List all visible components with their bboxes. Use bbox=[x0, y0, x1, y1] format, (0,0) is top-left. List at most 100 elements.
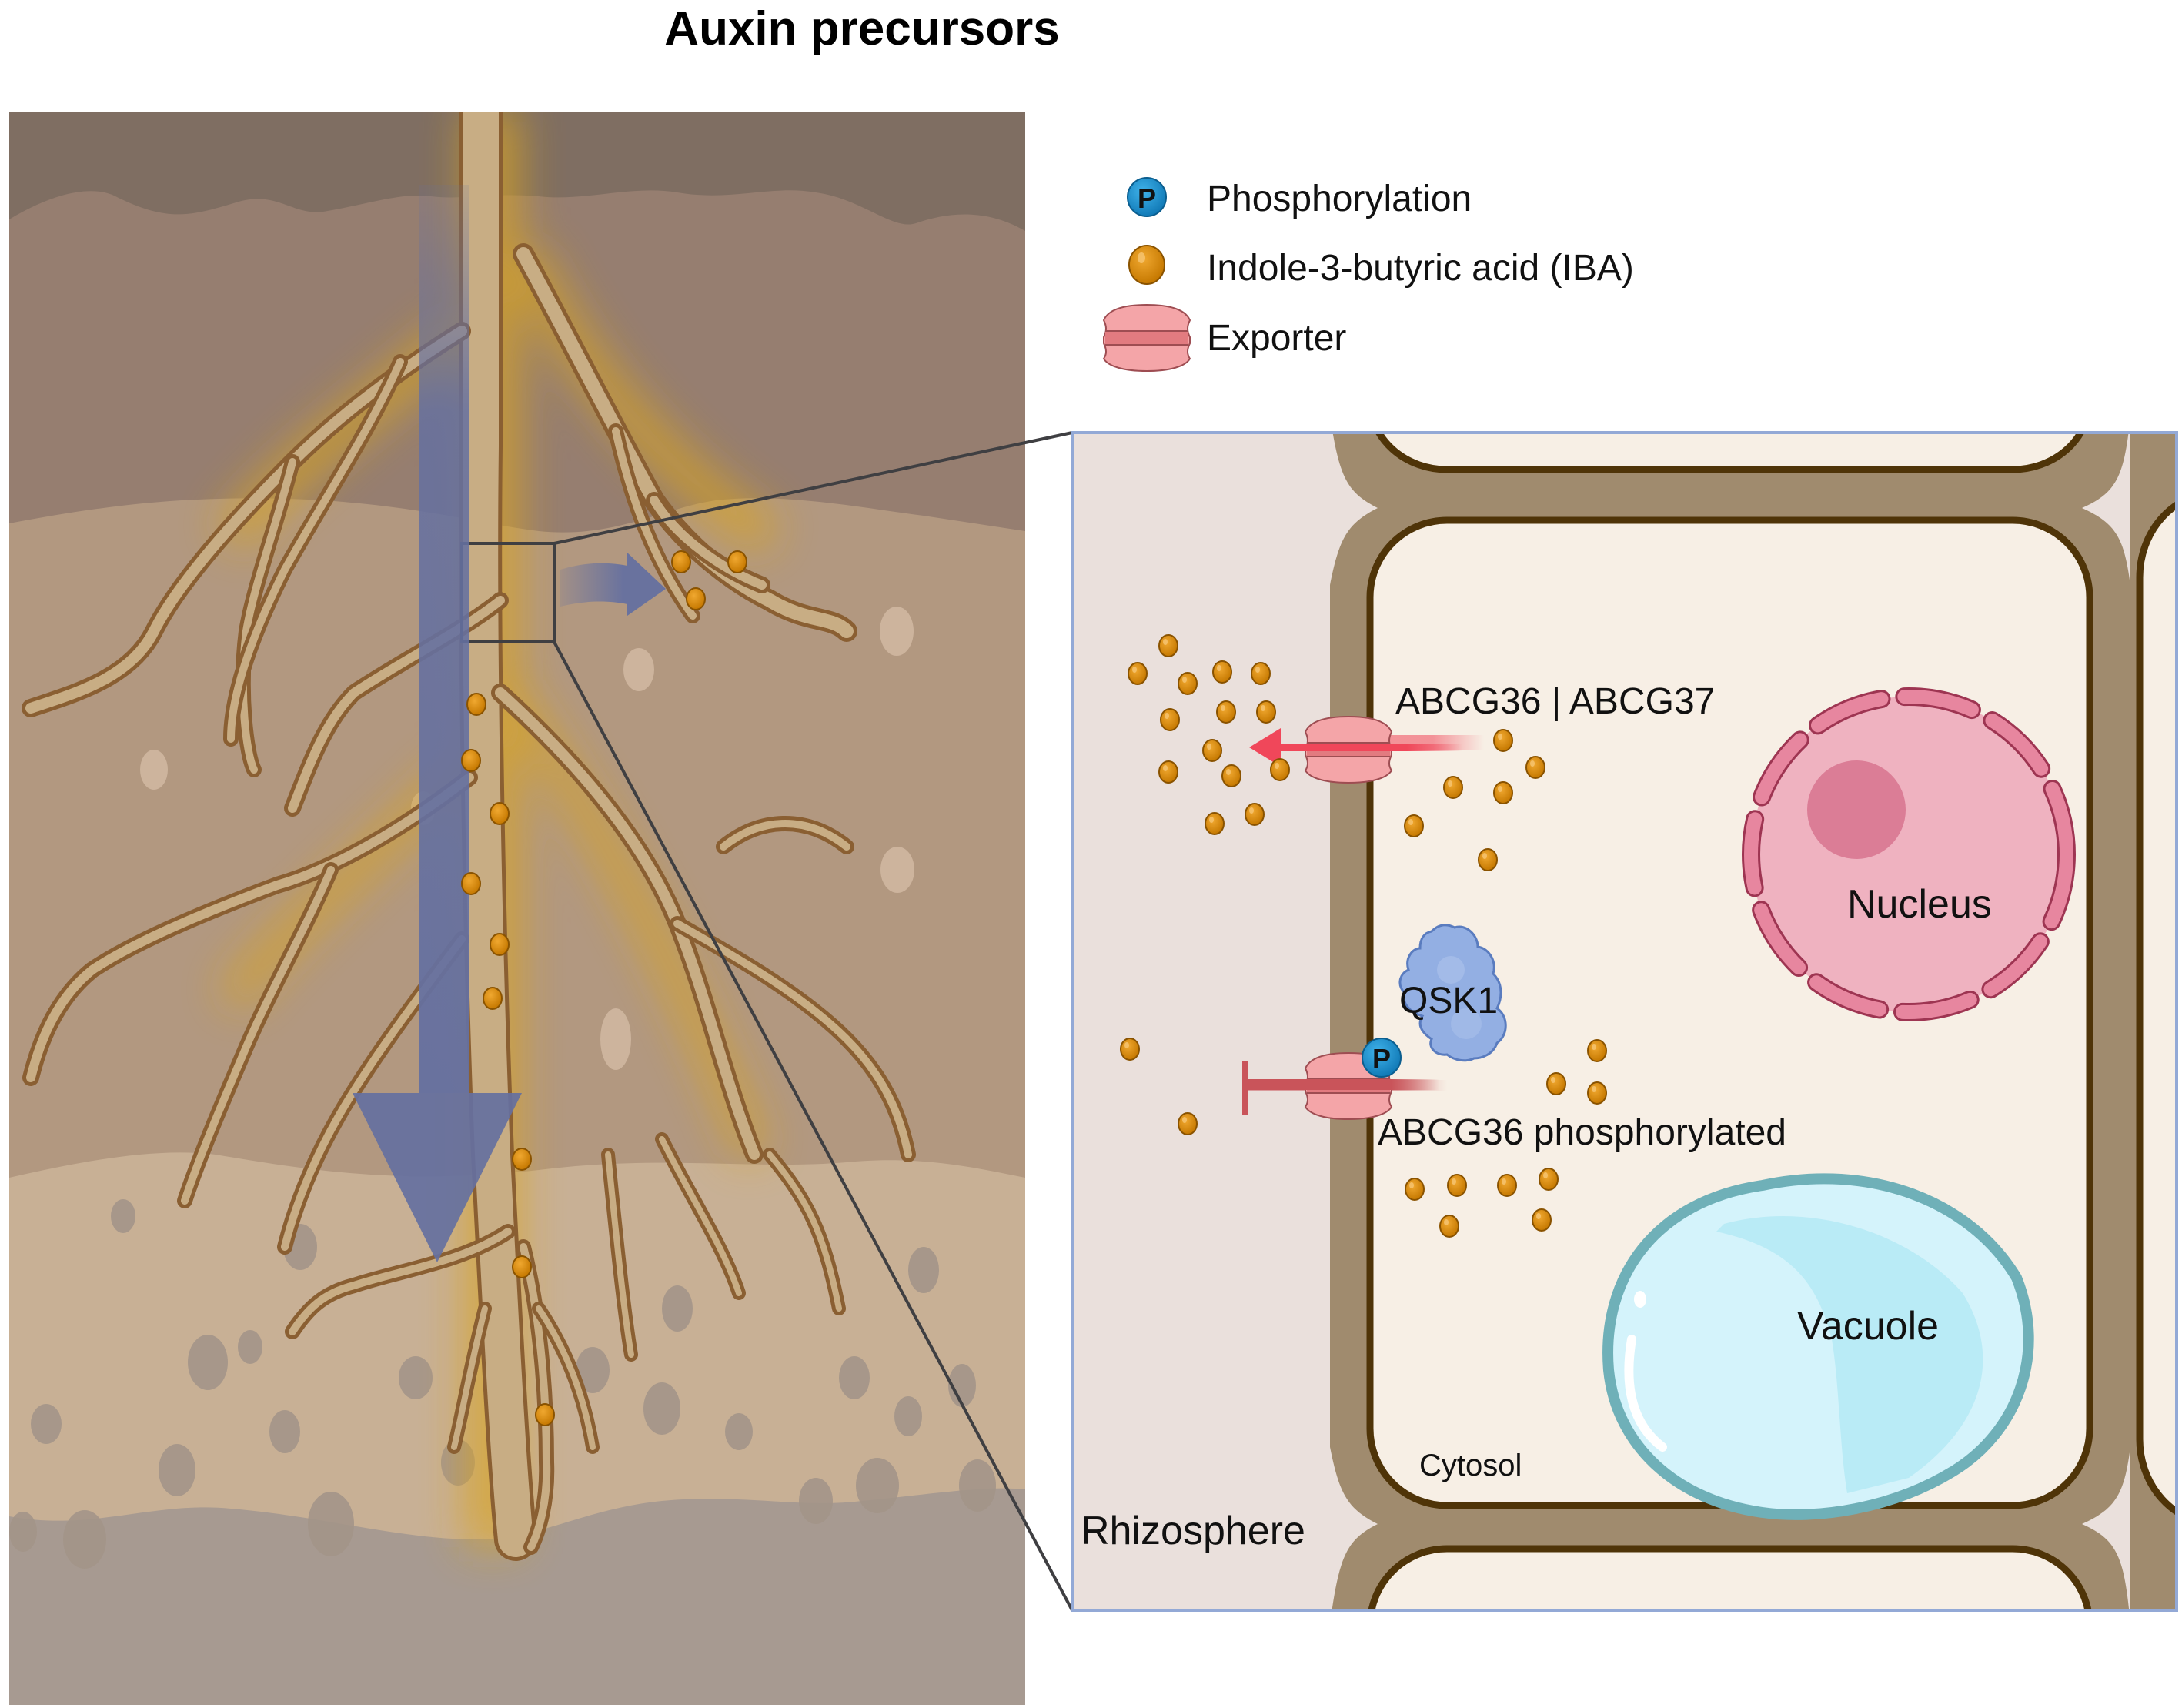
iba-highlight bbox=[1448, 780, 1452, 787]
phospho-glyph: P bbox=[1372, 1043, 1391, 1075]
root-branch bbox=[463, 112, 533, 1557]
root-branch bbox=[612, 427, 697, 620]
iba-highlight bbox=[1124, 1042, 1129, 1048]
pebble bbox=[894, 1396, 922, 1436]
iba-highlight bbox=[1163, 639, 1168, 645]
cell-detail-panel: Nucleus Vacuole Cytosol Rhizosphere QSK1 bbox=[1072, 433, 2177, 1610]
iba-molecule bbox=[461, 872, 481, 895]
vacuole-label: Vacuole bbox=[1797, 1304, 1939, 1349]
iba-highlight bbox=[1275, 763, 1279, 769]
iba-molecule bbox=[1158, 760, 1178, 784]
soil-root-panel bbox=[9, 112, 1025, 1705]
root-branch bbox=[239, 458, 296, 774]
iba-molecule bbox=[1443, 776, 1463, 799]
iba-highlight bbox=[1226, 769, 1231, 775]
iba-highlight bbox=[1165, 713, 1169, 719]
neighbor-cell-bottom bbox=[1368, 1545, 2092, 1610]
root-branch bbox=[650, 496, 767, 590]
pebble bbox=[188, 1335, 228, 1390]
root-branch bbox=[720, 820, 850, 851]
iba-highlight bbox=[1261, 705, 1265, 711]
iba-molecule bbox=[1532, 1208, 1552, 1232]
iba-molecule bbox=[1404, 814, 1424, 837]
iba-highlight bbox=[1182, 1117, 1187, 1123]
iba-highlight bbox=[1132, 667, 1137, 673]
root-branch bbox=[659, 1136, 742, 1296]
pebble bbox=[662, 1285, 693, 1332]
phosphorylation-icon: P bbox=[1127, 177, 1167, 217]
iba-molecule bbox=[1158, 634, 1178, 657]
pebble bbox=[63, 1510, 106, 1569]
legend-item-exporter: Exporter bbox=[1102, 303, 1346, 373]
phosphorylation-icon: P bbox=[1362, 1038, 1402, 1078]
vacuole: Vacuole bbox=[1602, 1173, 2034, 1520]
iba-molecule bbox=[1405, 1178, 1425, 1201]
iba-molecule bbox=[1216, 700, 1236, 724]
iba-molecule bbox=[512, 1148, 532, 1171]
iba-highlight bbox=[1444, 1219, 1449, 1225]
iba-molecule bbox=[727, 550, 747, 573]
iba-molecule bbox=[1202, 739, 1222, 762]
iba-molecule bbox=[1160, 708, 1180, 731]
iba-highlight bbox=[1498, 786, 1502, 792]
iba-highlight bbox=[1592, 1086, 1596, 1092]
iba-molecule bbox=[1525, 756, 1545, 779]
iba-molecule bbox=[1546, 1072, 1566, 1095]
iba-molecule bbox=[461, 749, 481, 772]
iba-molecule bbox=[1245, 803, 1265, 826]
root-branch bbox=[26, 773, 474, 1082]
root-branch bbox=[536, 1305, 596, 1450]
iba-highlight bbox=[1502, 1178, 1506, 1185]
neighbor-cell-top bbox=[1375, 433, 2085, 473]
pebble bbox=[948, 1364, 976, 1407]
iba-highlight bbox=[1543, 1172, 1548, 1178]
iba-molecule bbox=[1178, 672, 1198, 695]
pebble bbox=[959, 1459, 996, 1512]
iba-highlight bbox=[1207, 744, 1211, 750]
zoom-connector-top bbox=[553, 431, 1073, 545]
pebble bbox=[799, 1478, 833, 1524]
iba-highlight bbox=[1498, 734, 1502, 740]
legend-item-phosphorylation: P Phosphorylation bbox=[1127, 177, 1472, 219]
iba-highlight bbox=[1249, 807, 1254, 814]
legend: P Phosphorylation Indole-3-butyric acid … bbox=[1102, 177, 1634, 373]
pebble bbox=[576, 1347, 610, 1393]
iba-highlight bbox=[1530, 760, 1535, 767]
pebble bbox=[725, 1413, 753, 1450]
iba-highlight bbox=[1217, 665, 1221, 671]
nucleus-label: Nucleus bbox=[1847, 882, 1992, 927]
root-branch bbox=[289, 1228, 512, 1335]
root-system bbox=[22, 112, 916, 1561]
pebble bbox=[908, 1247, 939, 1293]
iba-molecule bbox=[512, 1255, 532, 1278]
qsk1-kinase: QSK1 bbox=[1398, 924, 1507, 1062]
pebble bbox=[856, 1458, 899, 1513]
pebble bbox=[31, 1404, 62, 1444]
neighbor-cell-right bbox=[2136, 500, 2177, 1516]
phosphorylated-exporter-abcg36: P ABCG36 phosphorylated bbox=[1242, 1038, 1786, 1153]
root-branch bbox=[605, 1151, 634, 1358]
cytosol-label: Cytosol bbox=[1419, 1449, 1522, 1482]
iba-highlight bbox=[1482, 853, 1487, 859]
lateral-export-arrow bbox=[560, 553, 666, 616]
iba-molecule bbox=[1128, 662, 1148, 685]
pebble bbox=[9, 1512, 37, 1552]
iba-highlight bbox=[1182, 677, 1187, 683]
pebble bbox=[399, 1356, 433, 1399]
legend-label: Exporter bbox=[1207, 318, 1346, 359]
iba-molecule bbox=[1587, 1081, 1607, 1105]
iba-molecule bbox=[1256, 700, 1276, 724]
iba-molecule bbox=[1478, 848, 1498, 871]
iba-highlight bbox=[1255, 667, 1260, 673]
root-branch bbox=[25, 326, 467, 714]
iba-molecule bbox=[1205, 812, 1225, 835]
figure-title: Auxin precursors bbox=[664, 2, 1059, 55]
svg-text:P: P bbox=[1138, 182, 1156, 214]
pale-pebble bbox=[140, 750, 168, 790]
pebble bbox=[269, 1410, 300, 1453]
pale-pebble bbox=[623, 648, 654, 691]
long-distance-transport-arrow bbox=[353, 185, 522, 1262]
pebble bbox=[839, 1356, 870, 1399]
iba-molecule bbox=[1120, 1038, 1140, 1061]
